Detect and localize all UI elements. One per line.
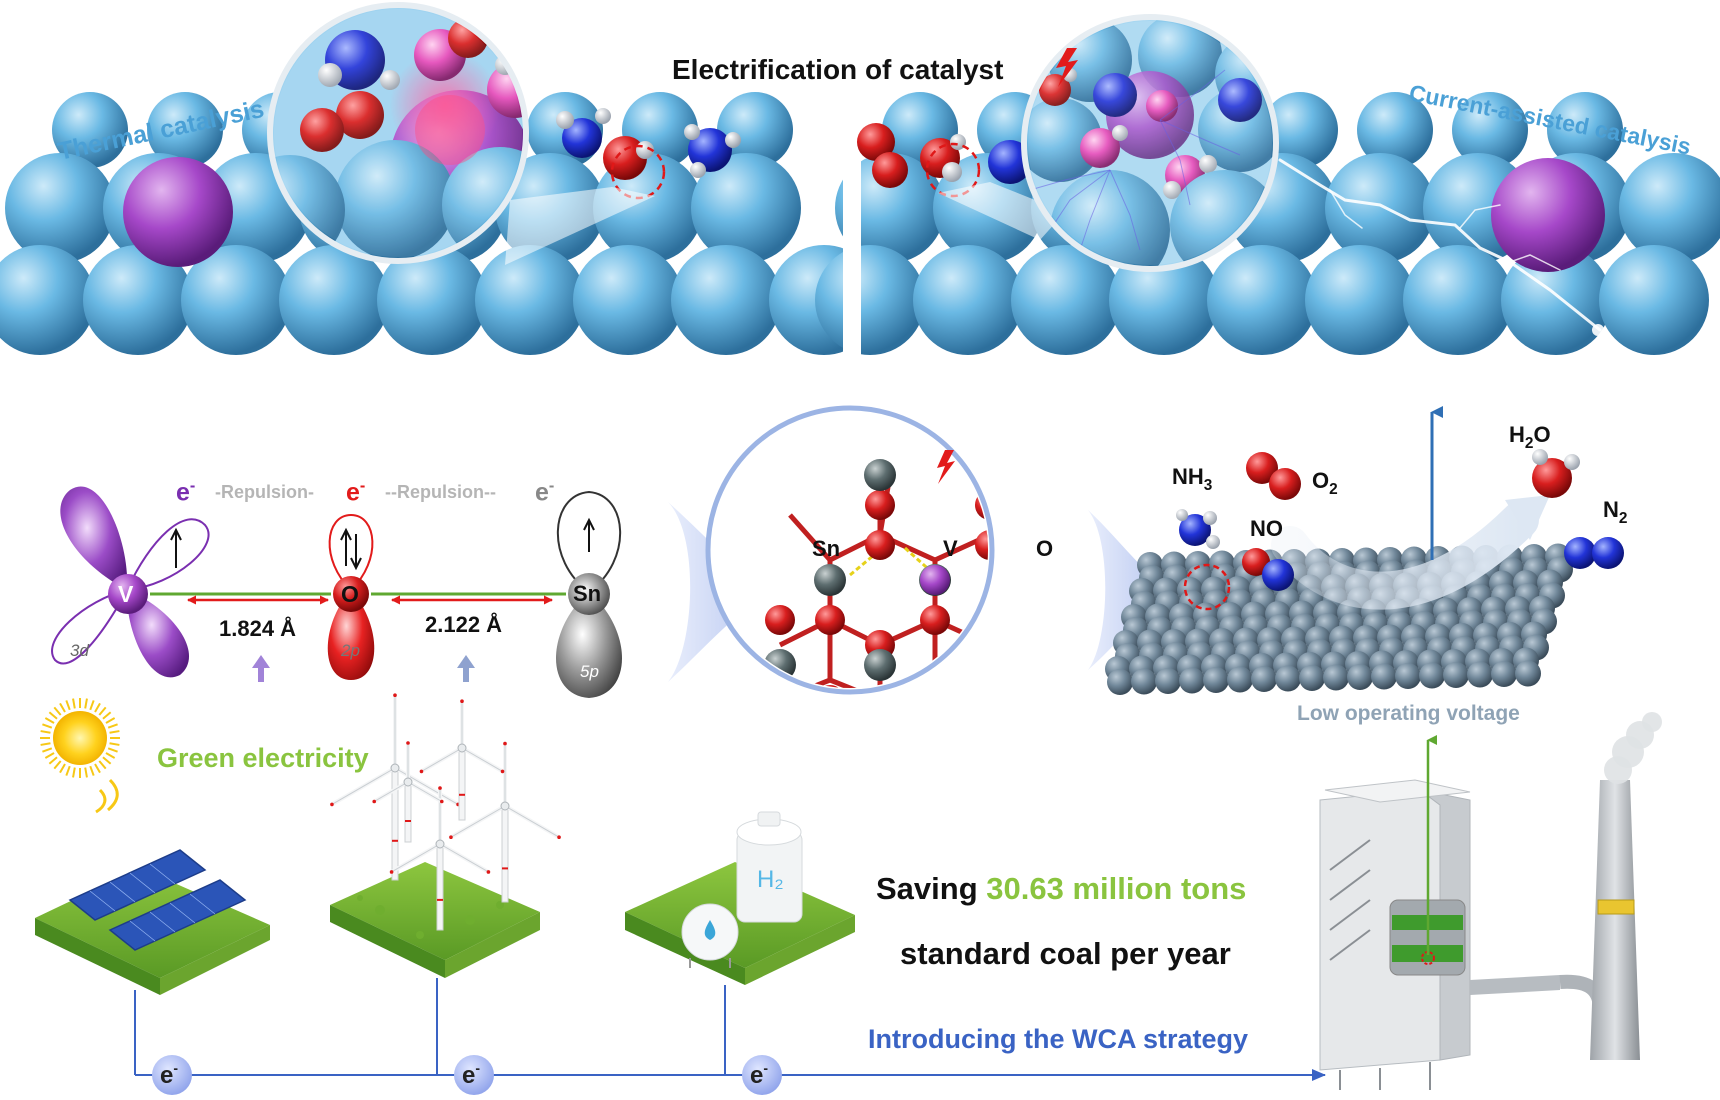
bond-length-o-sn: 2.122 Å — [425, 612, 503, 637]
n2-label: N2 — [1603, 497, 1628, 527]
hydrogen-storage-tile: H₂ — [625, 811, 855, 985]
structure-label-sn: Sn — [812, 536, 841, 561]
reaction-molecules — [1176, 406, 1624, 611]
green-electricity-label: Green electricity — [157, 743, 369, 773]
up-arrow-icon — [457, 655, 475, 682]
current-assisted-catalysis-label: Current-assisted catalysis — [1407, 79, 1693, 159]
electron-node: e- — [454, 1055, 494, 1095]
atom-label-sn: Sn — [573, 581, 602, 606]
electric-current-lightning — [1278, 158, 1604, 336]
electron-label-sn: e- — [535, 477, 555, 507]
adsorption-site-marker — [1183, 563, 1231, 611]
page-title: Electrification of catalyst — [672, 54, 1003, 85]
lightning-bolt-icon — [1056, 48, 1078, 87]
thermal-magnifier-lens — [267, 2, 529, 264]
page-title-group: Electrification of catalyst — [672, 48, 1078, 87]
up-arrow-icon — [252, 655, 270, 682]
structure-label-v: V — [943, 536, 958, 561]
water-drop-icon — [704, 920, 716, 940]
strategy-label: Introducing the WCA strategy — [868, 1024, 1249, 1054]
power-plant-illustration — [1319, 712, 1662, 1090]
current-magnifier-lens — [1021, 14, 1279, 272]
h2-tank-label: H₂ — [757, 866, 784, 893]
atom-label-v: V — [118, 581, 134, 607]
electron-label-v: e- — [176, 477, 196, 507]
magnifier-cones — [505, 182, 1065, 265]
electron-node: e- — [742, 1055, 782, 1095]
o-2p-orbital — [327, 513, 375, 680]
svg-text:e-: e- — [750, 1060, 768, 1089]
crystal-structure — [705, 405, 995, 695]
svg-text:e-: e- — [462, 1060, 480, 1089]
electron-node: e- — [152, 1055, 192, 1095]
sun-icon — [40, 698, 120, 814]
saving-line-2: standard coal per year — [900, 936, 1231, 971]
repulsion-label-left: -Repulsion- — [215, 482, 314, 502]
no-label: NO — [1250, 516, 1283, 541]
orbital-diagram — [51, 486, 622, 698]
bond-length-v-o: 1.824 Å — [219, 616, 297, 641]
wind-turbine-tile — [329, 693, 562, 978]
repulsion-label-right: --Repulsion-- — [385, 482, 496, 502]
orbital-label-3d: 3d — [70, 641, 89, 660]
o2-label: O2 — [1312, 468, 1338, 498]
structure-label-o: O — [1036, 536, 1054, 561]
electron-label-o: e- — [346, 477, 366, 507]
lightning-bolt-icon — [937, 450, 955, 484]
atom-label-o: O — [341, 581, 359, 607]
power-line — [134, 978, 1326, 1081]
sn-5p-orbital — [556, 490, 622, 698]
v-3d-orbital — [51, 486, 210, 678]
low-voltage-label: Low operating voltage — [1297, 702, 1520, 725]
orbital-label-2p: 2p — [341, 641, 360, 660]
svg-text:e-: e- — [160, 1060, 178, 1089]
solar-panel-tile — [35, 849, 270, 995]
adsorbed-molecules-left — [556, 108, 741, 200]
orbital-label-5p: 5p — [580, 662, 599, 681]
saving-line-1: Saving 30.63 million tons — [876, 871, 1247, 906]
h2o-label: H2O — [1509, 422, 1551, 452]
chevron-arrow-icon — [1088, 510, 1170, 670]
nh3-label: NH3 — [1172, 464, 1213, 494]
